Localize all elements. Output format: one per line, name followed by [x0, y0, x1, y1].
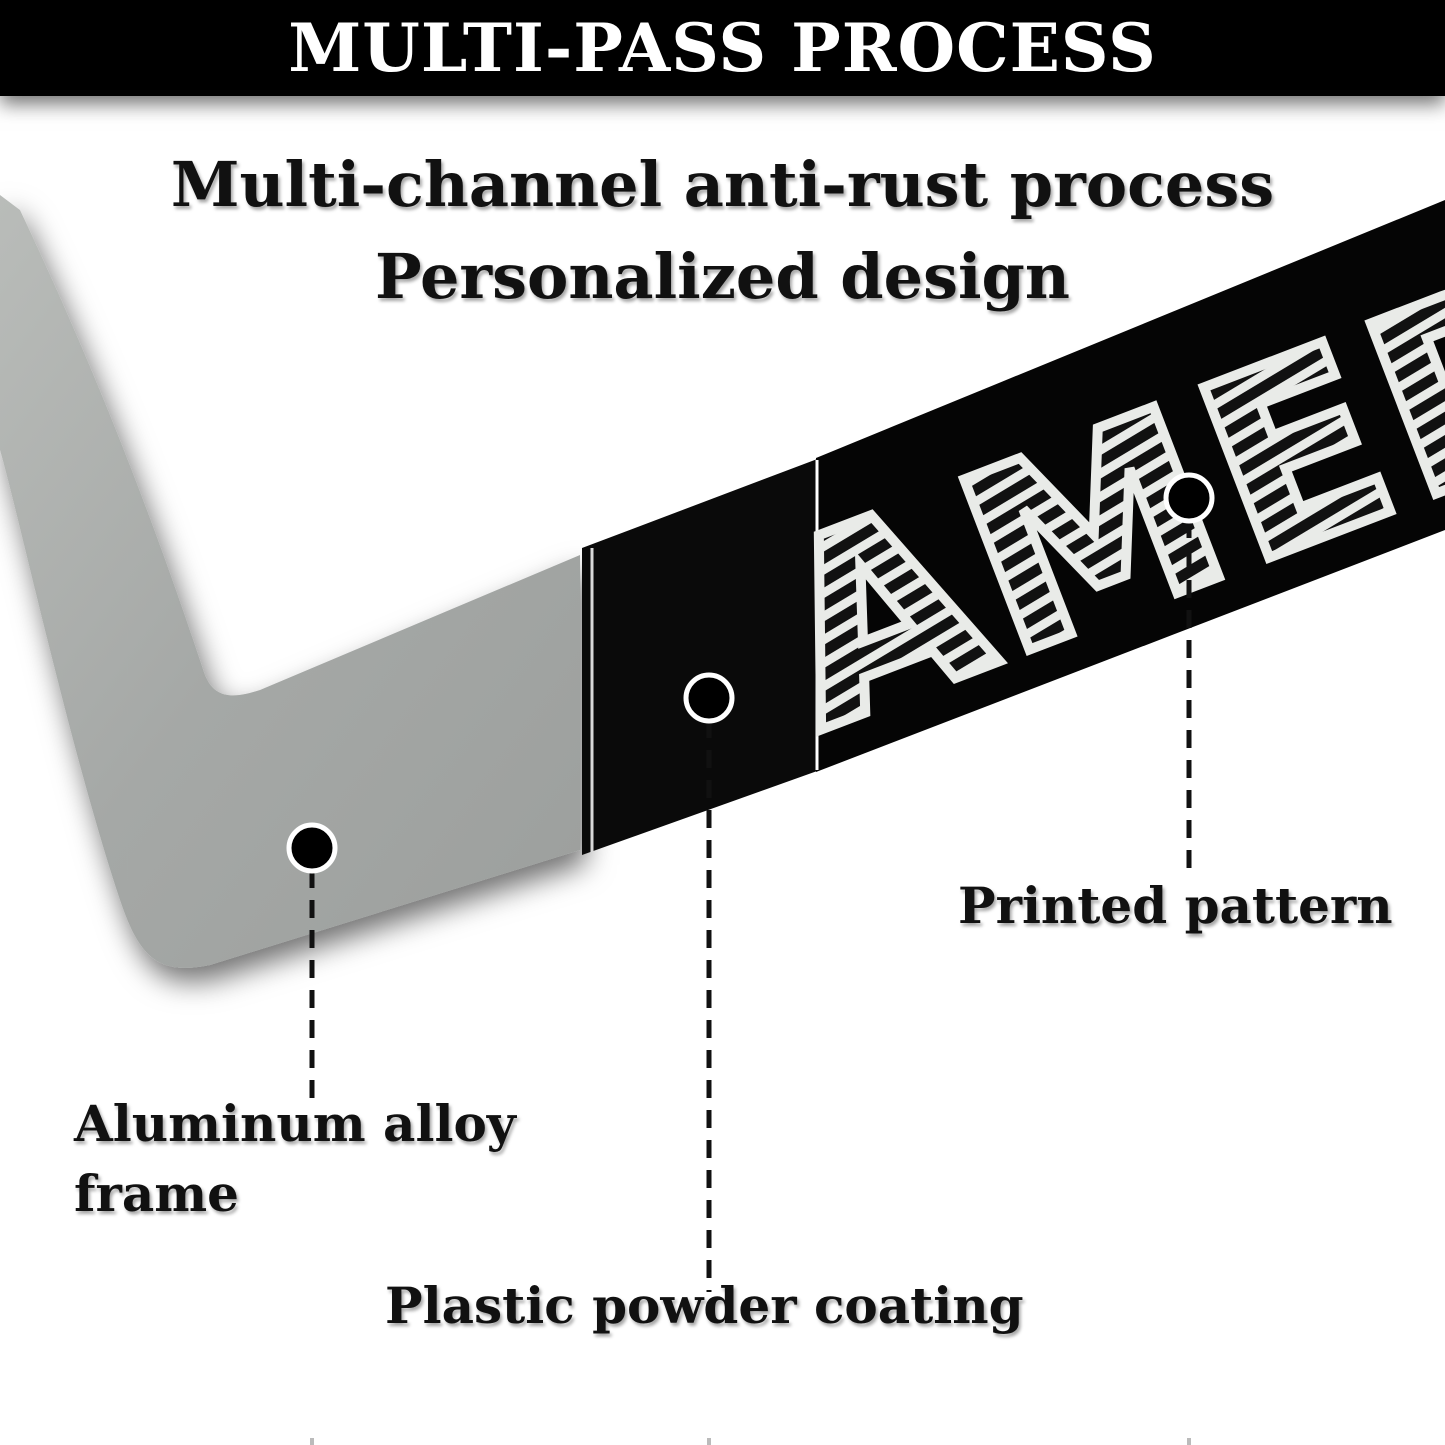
label-aluminum-line-2: frame [74, 1164, 239, 1223]
headline-line-1: Multi-channel anti-rust process [170, 148, 1275, 221]
headline-line-2: Personalized design [375, 240, 1070, 313]
banner-title: MULTI-PASS PROCESS [288, 9, 1157, 87]
top-banner: MULTI-PASS PROCESS [0, 0, 1445, 96]
callout-coating-marker [683, 672, 735, 1292]
bottom-tick-marks [310, 1438, 1191, 1445]
aluminum-frame [0, 195, 580, 968]
label-aluminum-line-1: Aluminum alloy [74, 1094, 516, 1153]
powder-coating-segment [582, 458, 820, 855]
callout-printed-marker [1163, 472, 1215, 870]
label-plastic-powder-coating: Plastic powder coating [385, 1276, 1024, 1335]
callout-aluminum-marker [286, 822, 338, 1105]
label-printed-pattern: Printed pattern [958, 876, 1393, 935]
